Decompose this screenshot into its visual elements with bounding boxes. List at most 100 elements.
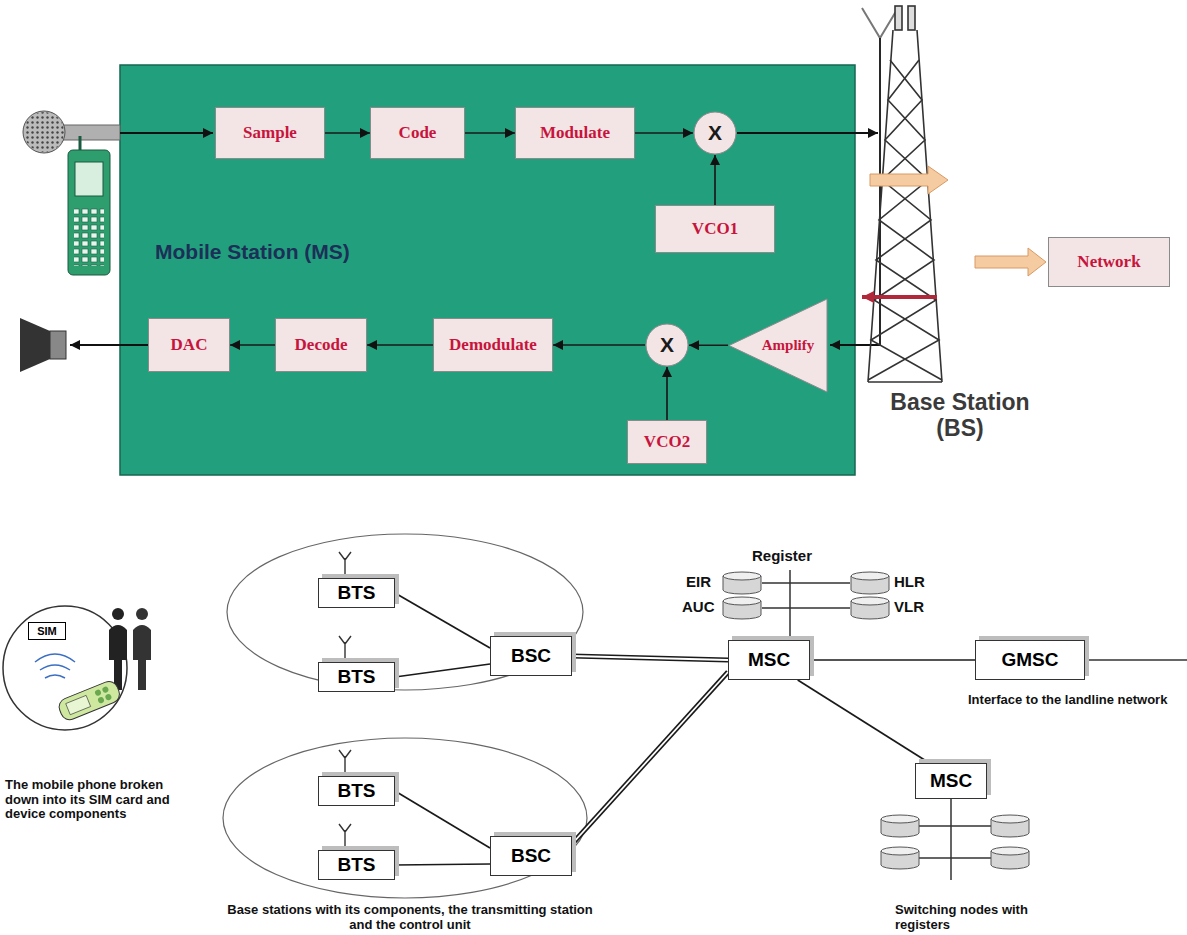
bts-box: BTS — [318, 776, 395, 806]
gmsc-box: GMSC — [975, 640, 1085, 680]
oscillator-box-text: VCO2 — [644, 432, 690, 452]
network-box-text: Network — [1077, 252, 1140, 272]
double-link-gap — [572, 656, 728, 660]
microphone-icon — [24, 112, 64, 152]
mobile-phone-circle — [109, 625, 127, 690]
mobile-phone-circle — [3, 606, 127, 730]
register-bus — [762, 570, 1187, 880]
mobile-phone-circle — [35, 654, 75, 678]
register-cylinders — [851, 597, 889, 619]
signal-connector — [395, 593, 490, 648]
mobile-phone-circle — [102, 686, 110, 694]
mixer-circle: X — [645, 323, 689, 367]
process-box: Decode — [275, 318, 367, 372]
antenna — [737, 132, 878, 134]
process-box: Code — [370, 107, 465, 159]
uplink-arrow — [870, 166, 948, 194]
register-name: AUC — [682, 599, 720, 616]
mobile-phone-circle — [112, 608, 124, 620]
mobile-phone-circle — [3, 606, 151, 730]
process-box-text: Code — [399, 123, 437, 143]
double-link — [572, 672, 728, 844]
mobile-phone-circle — [136, 608, 148, 620]
sim-card-text: SIM — [37, 625, 57, 637]
base-station-tower — [868, 6, 942, 382]
mobile-phone-circle — [56, 679, 122, 723]
process-box: Demodulate — [433, 318, 553, 372]
signal-connector — [395, 864, 490, 865]
mobile-phone-circle — [97, 696, 105, 704]
caption: Interface to the landline network — [968, 693, 1183, 708]
network-arrow — [975, 248, 1046, 276]
register-cylinders — [723, 572, 761, 594]
signal-line — [70, 344, 148, 346]
process-box-text: Decode — [295, 335, 348, 355]
msc-box: MSC — [915, 763, 987, 799]
double-link-gap — [572, 672, 728, 844]
bts-antennas — [339, 552, 351, 578]
mobile-phone-circle — [94, 689, 102, 697]
bts-box: BTS — [318, 850, 395, 880]
downlink-arrow — [862, 295, 937, 299]
register-cylinders — [991, 815, 1029, 837]
signal-connector — [689, 344, 728, 346]
register-bus — [1085, 659, 1187, 661]
bsc-box-text: BSC — [511, 645, 551, 667]
bts-box-text: BTS — [338, 582, 376, 604]
register-bus — [762, 570, 850, 640]
microphone-icon — [23, 111, 120, 153]
bts-box: BTS — [318, 578, 395, 608]
signal-connector — [465, 132, 515, 134]
process-box: Sample — [215, 107, 325, 159]
signal-connector — [395, 791, 490, 848]
process-box-text: Sample — [243, 123, 297, 143]
register-name: VLR — [894, 599, 934, 616]
mobile-phone-circle — [56, 679, 122, 723]
register-cylinders — [723, 597, 761, 619]
process-box: DAC — [148, 318, 230, 372]
bsc-box: BSC — [490, 636, 572, 676]
bsc-box: BSC — [490, 836, 572, 876]
amplifier-outline — [729, 299, 827, 392]
register-name: HLR — [894, 574, 934, 591]
signal-connector — [666, 367, 668, 420]
register-label: Register — [752, 548, 828, 565]
mixer-outline — [646, 324, 688, 366]
amplifier-triangle-text: Amplify — [762, 337, 815, 354]
base-station-tower — [908, 6, 915, 30]
register-bus — [918, 799, 992, 880]
oscillator-box: VCO2 — [627, 420, 707, 464]
register-name: EIR — [686, 574, 720, 591]
msc-box-text: MSC — [930, 770, 972, 792]
msc-box: MSC — [728, 640, 810, 680]
mobile-phone-circle — [105, 693, 113, 701]
mobile-phone-circle — [133, 625, 151, 690]
mixer-circle-text: X — [660, 333, 674, 357]
signal-connector — [395, 664, 490, 677]
register-cylinders — [851, 572, 889, 594]
oscillator-box-text: VCO1 — [692, 219, 738, 239]
signal-connector — [367, 344, 433, 346]
bts-box-text: BTS — [338, 666, 376, 688]
phone-icon — [75, 162, 103, 196]
process-box: Modulate — [515, 107, 635, 159]
oscillator-box: VCO1 — [655, 205, 775, 253]
speaker-icon — [20, 318, 50, 372]
speaker-icon — [50, 331, 66, 359]
bsc-box-text: BSC — [511, 845, 551, 867]
signal-connector — [325, 132, 370, 134]
mobile-station-panel-text: Mobile Station (MS) — [155, 240, 350, 264]
signal-connector — [810, 659, 975, 661]
microphone-icon — [23, 111, 65, 153]
base-station-tower — [868, 60, 939, 380]
microphone-icon — [62, 125, 120, 140]
mobile-station-panel — [120, 65, 855, 475]
amplifier-triangle: Amplify — [728, 298, 828, 393]
msc-box-text: MSC — [748, 649, 790, 671]
bts-antennas — [339, 824, 351, 850]
base-station-tower — [871, 60, 942, 380]
gmsc-box-text: GMSC — [1002, 649, 1059, 671]
caption: Switching nodes with registers — [895, 903, 1085, 932]
